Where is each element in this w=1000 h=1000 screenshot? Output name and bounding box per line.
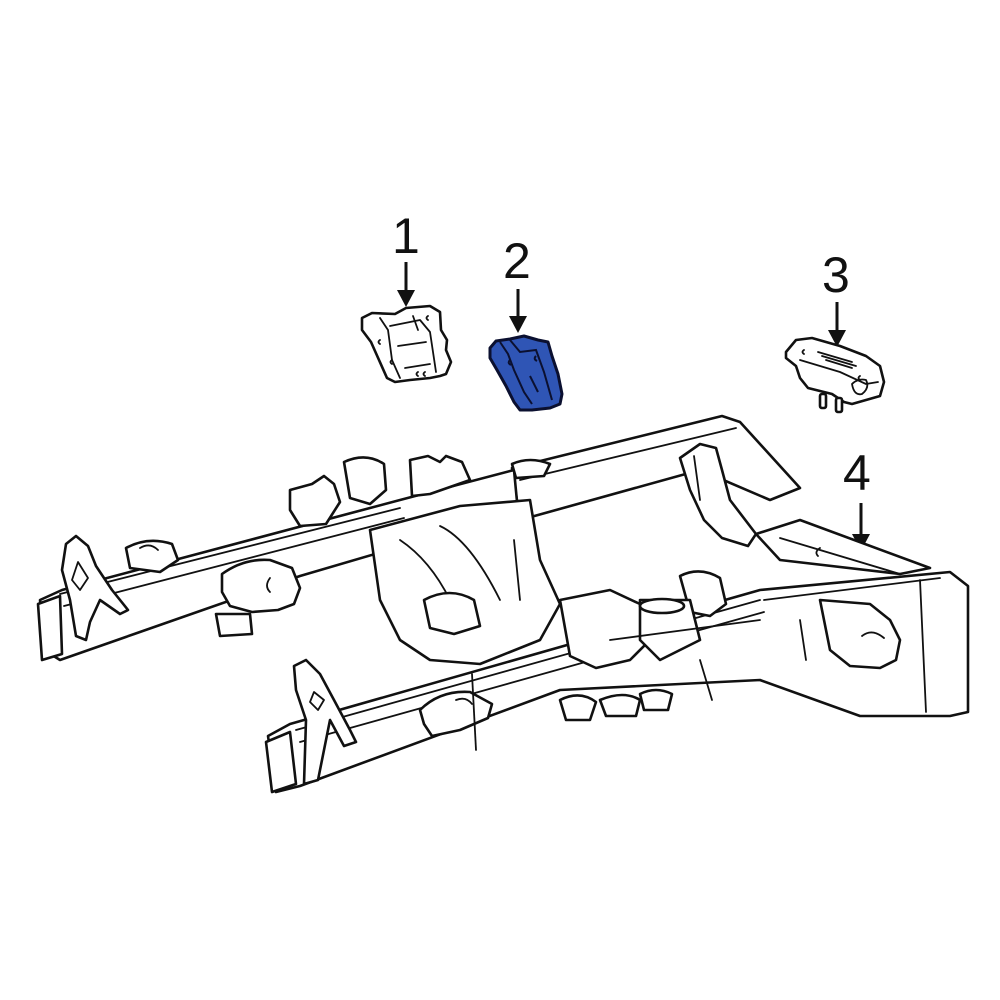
arrowhead-icon xyxy=(397,290,415,307)
part-1-bracket[interactable] xyxy=(360,304,453,384)
callout-1[interactable]: 1 xyxy=(392,208,420,307)
callout-4[interactable]: 4 xyxy=(843,445,871,551)
part-2-engine-mount[interactable] xyxy=(488,334,564,412)
part-3-transmission-mount[interactable] xyxy=(784,336,886,414)
callout-number-3: 3 xyxy=(822,247,850,303)
callout-2[interactable]: 2 xyxy=(503,233,531,333)
callout-number-2: 2 xyxy=(503,233,531,289)
part-4-frame[interactable] xyxy=(36,414,970,794)
arrowhead-icon xyxy=(828,330,846,347)
arrowhead-icon xyxy=(509,316,527,333)
callout-3[interactable]: 3 xyxy=(822,247,850,347)
callout-number-4: 4 xyxy=(843,445,871,501)
callout-number-1: 1 xyxy=(392,208,420,264)
